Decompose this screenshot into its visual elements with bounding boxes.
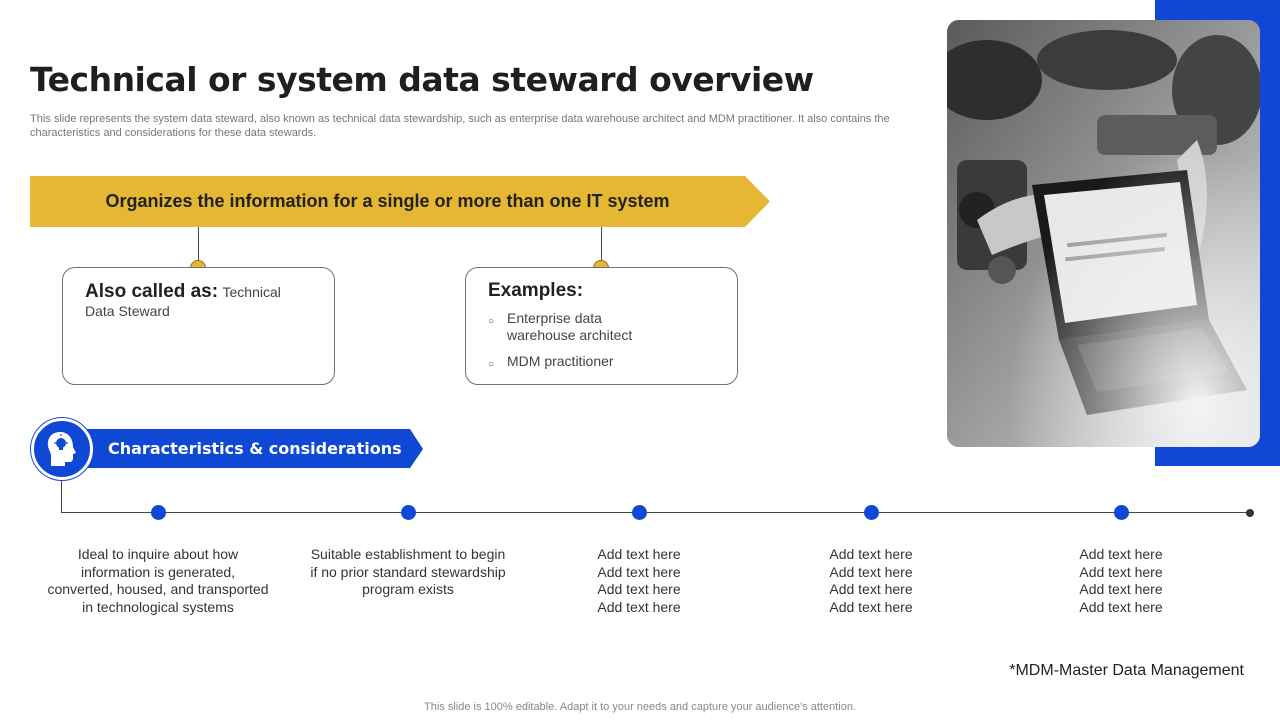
example-line: MDM practitioner xyxy=(507,353,614,369)
timeline-text-line: Add text here xyxy=(597,563,681,580)
also-called-card: Also called as: Technical Data Steward xyxy=(62,267,335,385)
circle-bullet-icon: ○ xyxy=(488,316,495,327)
characteristics-label: Characteristics & considerations xyxy=(108,438,402,458)
timeline-text-line: Add text here xyxy=(597,546,681,562)
also-called-value-2: Data Steward xyxy=(85,303,170,319)
laptop-photo xyxy=(947,20,1260,447)
info-banner: Organizes the information for a single o… xyxy=(30,176,770,227)
laptop-photo-illustration xyxy=(947,20,1260,447)
timeline-text-line: Add text here xyxy=(1079,581,1163,598)
timeline-item-4: Add text here Add text here Add text her… xyxy=(781,546,961,616)
timeline-item-5: Add text here Add text here Add text her… xyxy=(1031,546,1211,616)
timeline-end-dot xyxy=(1246,509,1254,517)
head-icon-glyph xyxy=(47,432,76,466)
timeline-text-line: program exists xyxy=(362,581,454,598)
timeline-text-line: Add text here xyxy=(1079,546,1163,562)
example-line: Enterprise data xyxy=(507,310,602,326)
timeline-text-line: Ideal to inquire about how xyxy=(77,546,239,562)
timeline-text-line: converted, housed, and transported xyxy=(47,581,269,598)
timeline-text-line: if no prior standard stewardship xyxy=(310,563,506,580)
timeline-text-line: Add text here xyxy=(829,546,913,562)
timeline-item-1: Ideal to inquire about how information i… xyxy=(28,546,288,616)
example-line: warehouse architect xyxy=(507,327,633,343)
timeline-dot xyxy=(864,505,879,520)
slide-title: Technical or system data steward overvie… xyxy=(30,60,814,99)
also-called-value-1: Technical xyxy=(222,284,281,300)
head-with-lightbulb-icon xyxy=(31,418,93,480)
banner-arrow-shape xyxy=(30,176,770,227)
timeline-text-line: Add text here xyxy=(1079,563,1163,580)
banner-text: Organizes the information for a single o… xyxy=(105,191,670,211)
examples-heading: Examples: xyxy=(488,280,584,301)
timeline-text-line: Add text here xyxy=(1079,598,1163,615)
connector-line-right xyxy=(601,227,602,261)
timeline-text-line: information is generated, xyxy=(80,563,236,580)
examples-list: ○ Enterprise data warehouse architect ○ … xyxy=(488,310,715,370)
timeline-text-line: in technological systems xyxy=(82,598,234,615)
examples-card: Examples: ○ Enterprise data warehouse ar… xyxy=(465,267,738,385)
footnote: *MDM-Master Data Management xyxy=(1009,662,1244,679)
timeline-text-line: Add text here xyxy=(829,598,913,615)
timeline-dot xyxy=(151,505,166,520)
timeline-text-line: Suitable establishment to begin xyxy=(310,546,506,562)
timeline-item-3: Add text here Add text here Add text her… xyxy=(549,546,729,616)
timeline-text-line: Add text here xyxy=(829,563,913,580)
characteristics-banner xyxy=(70,429,423,468)
connector-line-left xyxy=(198,227,199,261)
timeline-dot xyxy=(1114,505,1129,520)
timeline-text-line: Add text here xyxy=(829,581,913,598)
also-called-text: Also called as: Technical Data Steward xyxy=(85,282,312,321)
examples-list-item: ○ Enterprise data warehouse architect xyxy=(488,310,715,344)
slide-subtitle: This slide represents the system data st… xyxy=(30,113,890,139)
timeline-text-line: Add text here xyxy=(597,581,681,598)
timeline-line xyxy=(61,512,1251,513)
circle-bullet-icon: ○ xyxy=(488,359,495,370)
timeline-text-line: Add text here xyxy=(597,598,681,615)
timeline-item-2: Suitable establishment to begin if no pr… xyxy=(288,546,528,599)
timeline-dot xyxy=(401,505,416,520)
slide-footer: This slide is 100% editable. Adapt it to… xyxy=(424,701,856,713)
timeline-connector xyxy=(61,480,62,513)
examples-list-item: ○ MDM practitioner xyxy=(488,353,715,370)
timeline-dot xyxy=(632,505,647,520)
also-called-heading: Also called as: xyxy=(85,281,219,302)
